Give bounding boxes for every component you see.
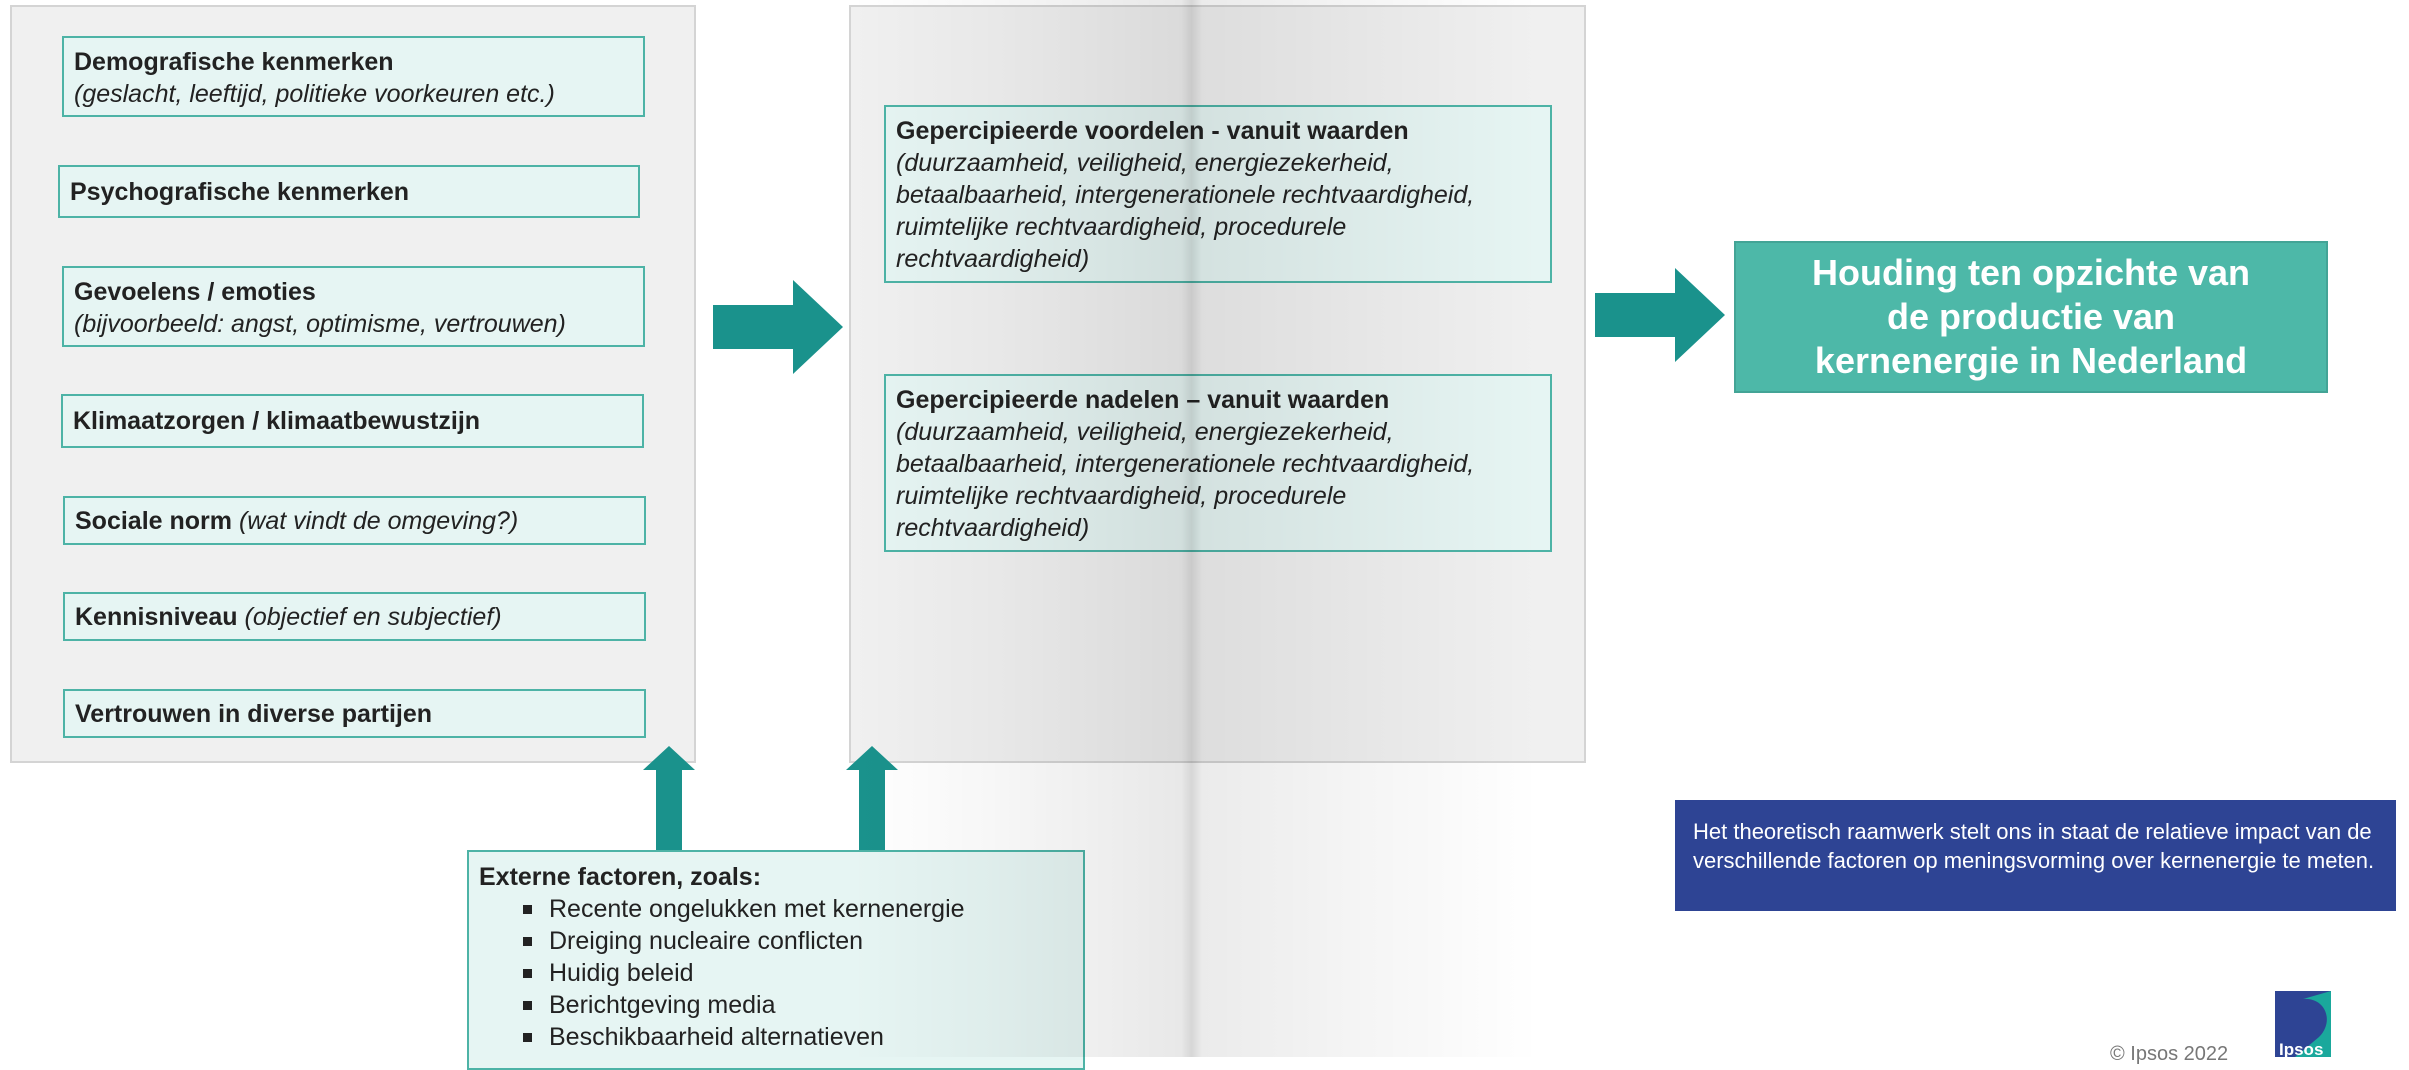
ipsos-logo-mark: Ipsos — [2279, 991, 2331, 1057]
factor-title: Vertrouwen in diverse partijen — [75, 700, 433, 728]
left-factors-panel — [10, 5, 696, 763]
factor-title: Psychografische kenmerken — [70, 178, 410, 206]
factor-detail-line: ruimtelijke rechtvaardigheid, procedurel… — [896, 213, 1347, 241]
factor-detail-line: rechtvaardigheid) — [896, 514, 1090, 542]
factor-title: Demografische kenmerken — [74, 48, 394, 76]
ipsos-logo: Ipsos — [2275, 991, 2331, 1057]
external-title: Externe factoren, zoals: — [479, 863, 762, 891]
arrow-up-to-middle-panel — [846, 746, 898, 852]
outcome-box: Houding ten opzichte van de productie va… — [1734, 241, 2328, 393]
outcome-line: de productie van — [1886, 296, 2176, 337]
factor-demografisch: Demografische kenmerken (geslacht, leeft… — [62, 36, 645, 117]
outcome-line: Houding ten opzichte van — [1812, 252, 2250, 293]
arrow-up-to-left-panel — [643, 746, 695, 852]
list-item: Berichtgeving media — [523, 989, 1073, 1021]
factor-title: Sociale norm — [75, 507, 232, 535]
info-callout: Het theoretisch raamwerk stelt ons in st… — [1675, 800, 2396, 911]
outcome-line: kernenergie in Nederland — [1814, 340, 2248, 381]
list-item: Recente ongelukken met kernenergie — [523, 893, 1073, 925]
external-factors-box: Externe factoren, zoals: Recente ongeluk… — [467, 850, 1085, 1070]
factor-kennisniveau: Kennisniveau (objectief en subjectief) — [63, 592, 646, 641]
factor-detail-line: betaalbaarheid, intergenerationele recht… — [896, 181, 1475, 209]
factor-detail-line: (duurzaamheid, veiligheid, energiezekerh… — [896, 149, 1394, 177]
list-item: Beschikbaarheid alternatieven — [523, 1021, 1073, 1053]
factor-gevoelens: Gevoelens / emoties (bijvoorbeeld: angst… — [62, 266, 645, 347]
factor-klimaat: Klimaatzorgen / klimaatbewustzijn — [61, 394, 644, 448]
arrow-right-to-outcome — [1595, 268, 1725, 362]
factor-detail: (wat vindt de omgeving?) — [238, 507, 519, 535]
factor-nadelen: Gepercipieerde nadelen – vanuit waarden … — [884, 374, 1552, 552]
factor-detail: (objectief en subjectief) — [244, 603, 502, 631]
list-item: Huidig beleid — [523, 957, 1073, 989]
factor-title: Klimaatzorgen / klimaatbewustzijn — [73, 407, 481, 435]
list-item: Dreiging nucleaire conflicten — [523, 925, 1073, 957]
logo-text: Ipsos — [2279, 1040, 2323, 1057]
factor-detail-line: rechtvaardigheid) — [896, 245, 1090, 273]
factor-detail-line: (duurzaamheid, veiligheid, energiezekerh… — [896, 418, 1394, 446]
arrow-right-to-middle — [713, 280, 843, 374]
factor-title: Gevoelens / emoties — [74, 278, 316, 306]
copyright-text: © Ipsos 2022 — [2110, 1043, 2229, 1065]
factor-sociale-norm: Sociale norm (wat vindt de omgeving?) — [63, 496, 646, 545]
factor-title: Kennisniveau — [75, 603, 238, 631]
factor-psychografisch: Psychografische kenmerken — [58, 165, 640, 218]
factor-title: Gepercipieerde nadelen – vanuit waarden — [896, 386, 1390, 414]
factor-detail-line: betaalbaarheid, intergenerationele recht… — [896, 450, 1475, 478]
external-list: Recente ongelukken met kernenergie Dreig… — [479, 893, 1073, 1053]
factor-title: Gepercipieerde voordelen - vanuit waarde… — [896, 117, 1409, 145]
factor-detail: (bijvoorbeeld: angst, optimisme, vertrou… — [74, 310, 566, 338]
factor-voordelen: Gepercipieerde voordelen - vanuit waarde… — [884, 105, 1552, 283]
factor-detail: (geslacht, leeftijd, politieke voorkeure… — [74, 80, 555, 108]
factor-vertrouwen: Vertrouwen in diverse partijen — [63, 689, 646, 738]
factor-detail-line: ruimtelijke rechtvaardigheid, procedurel… — [896, 482, 1347, 510]
